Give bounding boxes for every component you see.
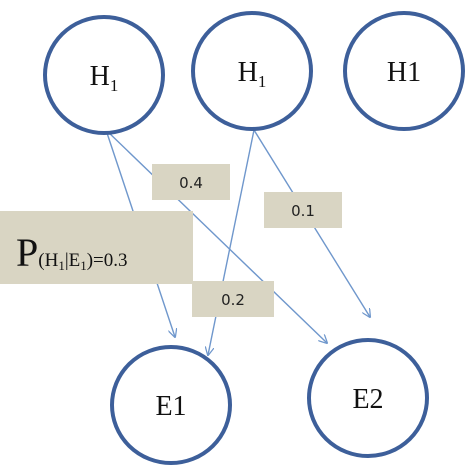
probability-p: P [16,230,38,275]
edge-label-0-1-text: 0.1 [291,202,315,220]
svg-text:H1: H1 [90,61,119,95]
node-e2: E2 [307,338,429,458]
node-h1-left-sub: 1 [110,76,119,95]
edge-h1-left-to-e2 [105,129,327,343]
node-h1-right-label: H1 [387,57,421,88]
edge-label-0-4-text: 0.4 [179,174,203,192]
node-h1-left: H1 [43,15,165,135]
probability-open: (H [38,250,58,271]
probability-sub-h: 1 [58,258,65,273]
node-h1-middle-base: H [238,57,258,88]
node-h1-right: H1 [343,11,465,131]
node-e1: E1 [110,345,232,465]
probability-mid: |E [65,250,80,271]
svg-text:H1: H1 [238,57,267,91]
node-h1-middle: H1 [191,11,313,131]
edge-label-0-2-text: 0.2 [221,291,245,309]
edge-h1-middle-to-e1 [208,129,255,355]
edge-label-0-4: 0.4 [152,164,230,200]
probability-close: )=0.3 [87,250,128,271]
edge-label-0-2: 0.2 [192,281,274,317]
probability-text: P(H1|E1)=0.3 [16,230,128,275]
node-e1-label: E1 [155,391,186,422]
node-h1-middle-sub: 1 [258,72,267,91]
node-h1-left-base: H [90,61,110,92]
probability-box: P(H1|E1)=0.3 [0,211,193,284]
edge-label-0-1: 0.1 [264,192,342,228]
node-e2-label: E2 [352,384,383,415]
probability-sub-e: 1 [80,258,87,273]
